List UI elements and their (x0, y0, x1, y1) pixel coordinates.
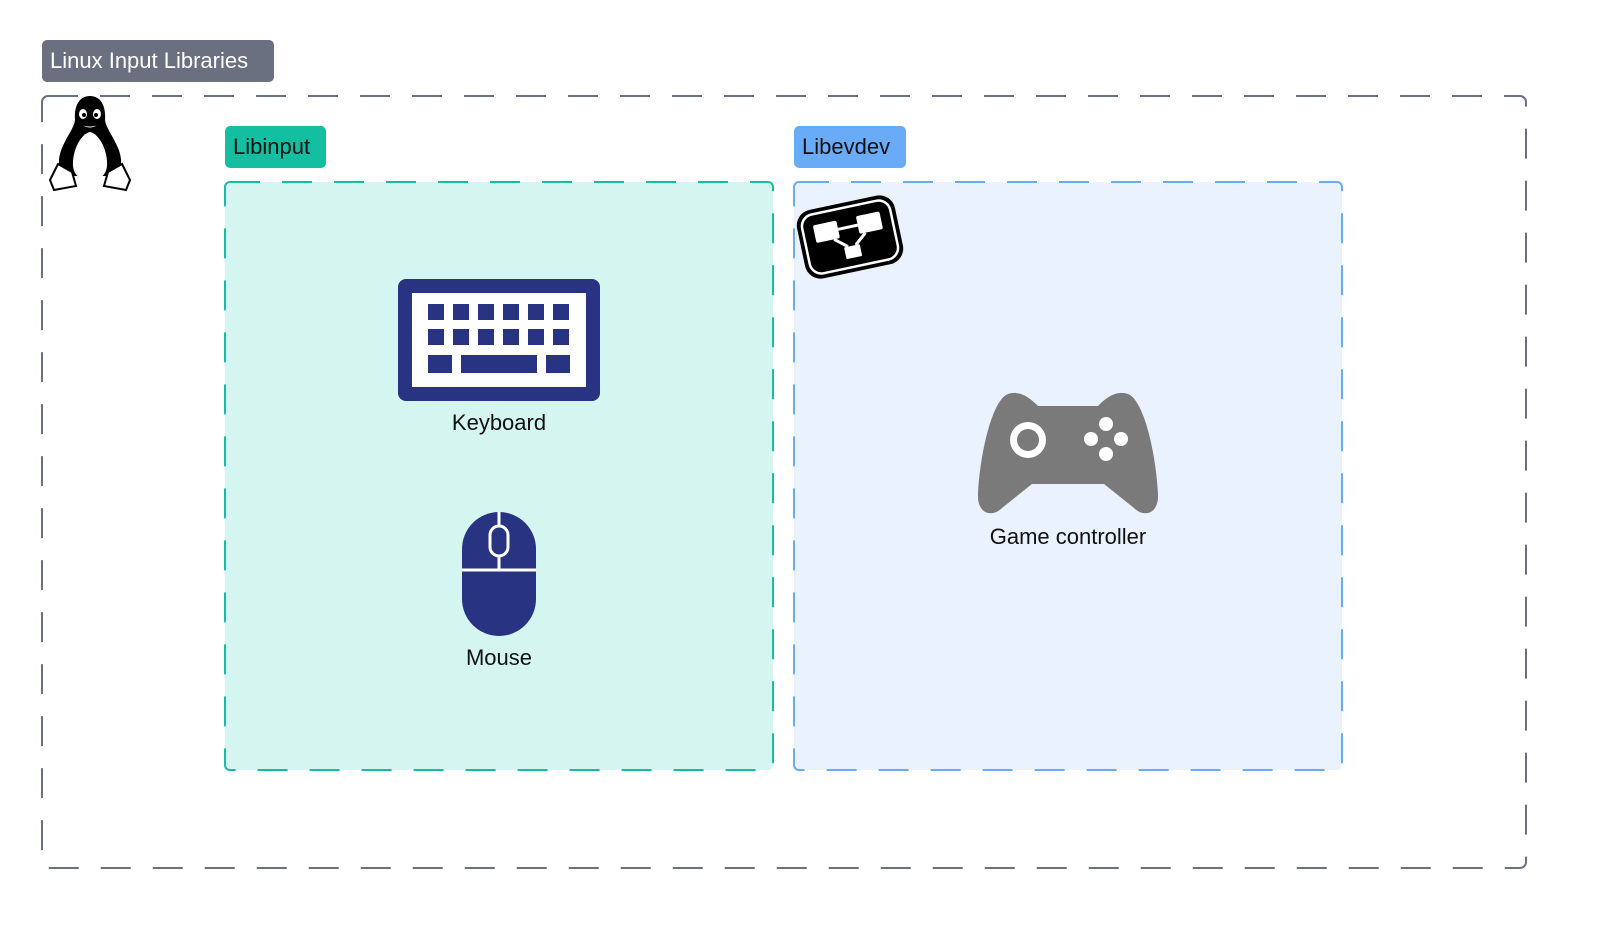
outer-group-label: Linux Input Libraries (42, 40, 274, 82)
libinput-group-label: Libinput (225, 126, 326, 168)
linux-penguin-icon (48, 96, 132, 192)
game-controller-label: Game controller (989, 524, 1147, 549)
keyboard-label: Keyboard (451, 410, 547, 435)
mouse-icon (462, 512, 536, 636)
keyboard-node (398, 279, 600, 406)
libinput-group-border (224, 181, 774, 771)
outer-group-border (41, 95, 1527, 869)
gamepad-icon (978, 393, 1158, 514)
libevdev-group-label: Libevdev (794, 126, 906, 168)
libevdev-logo-icon (796, 195, 904, 279)
mouse-label: Mouse (465, 645, 533, 670)
keyboard-icon (398, 279, 600, 401)
